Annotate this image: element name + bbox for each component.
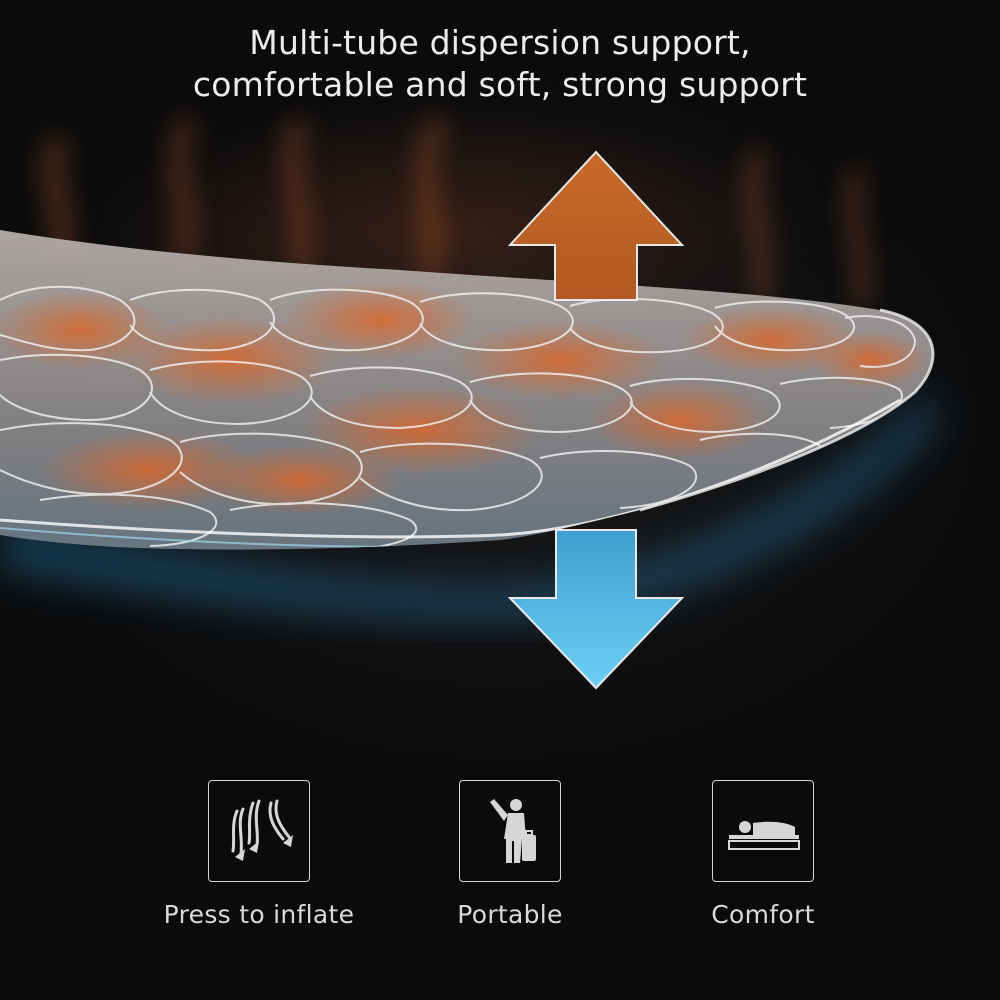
feature-label: Portable [457,900,563,929]
feature-press-to-inflate: Press to inflate [149,780,369,929]
person-sleeping-icon [728,821,800,850]
heat-wisps [39,113,872,307]
air-flow-icon [231,799,293,861]
headline-line-1: Multi-tube dispersion support, [249,23,751,62]
up-arrow [507,150,685,301]
feature-label: Press to inflate [163,900,355,929]
feature-icon-box [208,780,310,882]
cool-glow [0,390,940,619]
feature-portable: Portable [400,780,620,929]
feature-label: Comfort [711,900,815,929]
headline-line-2: comfortable and soft, strong support [192,65,808,104]
sleeping-pad-illustration [0,113,940,690]
sleeping-pad [0,230,935,550]
down-arrow [507,529,685,690]
feature-icon-box [459,780,561,882]
feature-icon-box [712,780,814,882]
feature-comfort: Comfort [653,780,873,929]
headline: Multi-tube dispersion support, comfortab… [0,22,1000,106]
traveler-with-luggage-icon [490,799,536,863]
